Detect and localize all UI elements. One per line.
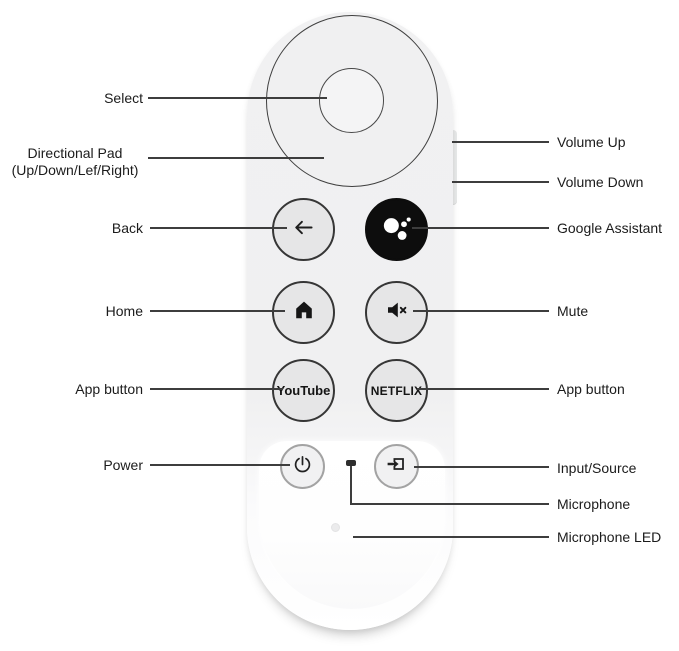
back-button <box>272 198 335 261</box>
label-microphone-led: Microphone LED <box>557 529 662 545</box>
label-back: Back <box>111 220 143 236</box>
callout-line-volume-down <box>452 181 549 183</box>
callout-line-power <box>150 464 290 466</box>
label-directional-pad: Directional Pad (Up/Down/Lef/Right) <box>0 145 150 179</box>
label-home: Home <box>105 303 143 319</box>
label-microphone: Microphone <box>557 496 631 512</box>
netflix-app-button: NETFLIX <box>365 359 428 422</box>
callout-line-microphone <box>351 503 549 505</box>
label-input-source: Input/Source <box>557 460 637 476</box>
microphone-led-dot <box>331 523 340 532</box>
callout-line-google-assistant <box>412 227 549 229</box>
callout-line-microphone-vertical <box>350 466 352 505</box>
label-app-button-right: App button <box>557 381 625 397</box>
select-button <box>319 68 384 133</box>
callout-line-home <box>150 310 285 312</box>
label-power: Power <box>103 457 143 473</box>
input-source-icon <box>384 451 410 482</box>
callout-line-volume-up <box>452 141 549 143</box>
label-volume-down: Volume Down <box>557 174 644 190</box>
home-icon <box>292 298 316 327</box>
callout-line-dpad <box>148 157 324 159</box>
netflix-label: NETFLIX <box>370 383 423 398</box>
youtube-label: YouTube <box>276 383 331 398</box>
youtube-app-button: YouTube <box>272 359 335 422</box>
callout-line-app-right <box>417 388 549 390</box>
label-directional-pad-line2: (Up/Down/Lef/Right) <box>11 162 139 178</box>
input-source-button <box>374 444 419 489</box>
power-icon <box>291 453 314 481</box>
mute-button <box>365 281 428 344</box>
volume-rocker <box>451 130 457 205</box>
callout-line-input <box>414 466 549 468</box>
label-volume-up: Volume Up <box>557 134 626 150</box>
label-mute: Mute <box>557 303 589 319</box>
callout-line-microphone-led <box>353 536 549 538</box>
label-select: Select <box>104 90 143 106</box>
label-google-assistant: Google Assistant <box>557 220 663 236</box>
label-directional-pad-line1: Directional Pad <box>27 145 123 161</box>
callout-line-select <box>148 97 327 99</box>
back-arrow-icon <box>290 214 317 246</box>
home-button <box>272 281 335 344</box>
callout-line-mute <box>413 310 549 312</box>
google-assistant-icon <box>367 198 426 262</box>
microphone-hole <box>346 460 356 466</box>
power-button <box>280 444 325 489</box>
callout-line-app-left <box>150 388 283 390</box>
callout-line-back <box>150 227 287 229</box>
google-assistant-button <box>365 198 428 261</box>
mute-speaker-icon <box>383 296 411 329</box>
label-app-button-left: App button <box>75 381 143 397</box>
